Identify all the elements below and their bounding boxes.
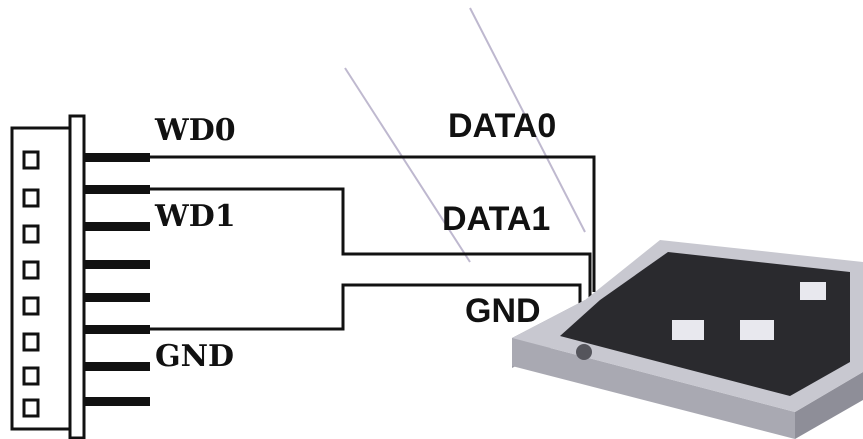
card-reader-module — [512, 240, 863, 439]
pin-socket — [22, 296, 40, 316]
label-data1: DATA1 — [442, 200, 550, 238]
connector — [10, 114, 150, 439]
device-body-right — [795, 372, 863, 439]
device-pad — [800, 282, 826, 300]
label-connector-gnd: GND — [155, 339, 234, 374]
pin — [84, 293, 150, 302]
device-pcb — [560, 252, 850, 396]
pin-wd0 — [84, 153, 150, 162]
wires — [150, 155, 596, 331]
pin-socket — [22, 398, 40, 418]
pin-gnd — [84, 325, 150, 334]
pin — [84, 362, 150, 371]
connector-pins — [84, 153, 150, 406]
connector-back-plate — [10, 126, 72, 431]
wire-data1 — [150, 187, 592, 298]
label-wd1: WD1 — [154, 199, 236, 234]
label-wd0: WD0 — [154, 113, 236, 148]
wire-gnd — [150, 283, 582, 331]
label-device-gnd: GND — [465, 292, 541, 330]
label-data0: DATA0 — [448, 107, 556, 145]
device-pad — [672, 320, 704, 340]
pin-socket — [22, 224, 40, 244]
connector-pin-sockets — [22, 150, 40, 418]
wire-data0 — [150, 155, 596, 292]
pin-socket — [22, 366, 40, 386]
pin — [84, 260, 150, 269]
pin — [84, 222, 150, 231]
pin-socket — [22, 188, 40, 208]
device-led — [576, 344, 592, 360]
pin-socket — [22, 150, 40, 170]
scan-artifacts — [344, 7, 586, 263]
pin-wd1 — [84, 185, 150, 194]
pin — [84, 397, 150, 406]
connector-front-rail — [68, 114, 86, 439]
device-body-front — [512, 338, 795, 439]
pin-socket — [22, 332, 40, 352]
pin-socket — [22, 260, 40, 280]
device-pad — [740, 320, 774, 340]
